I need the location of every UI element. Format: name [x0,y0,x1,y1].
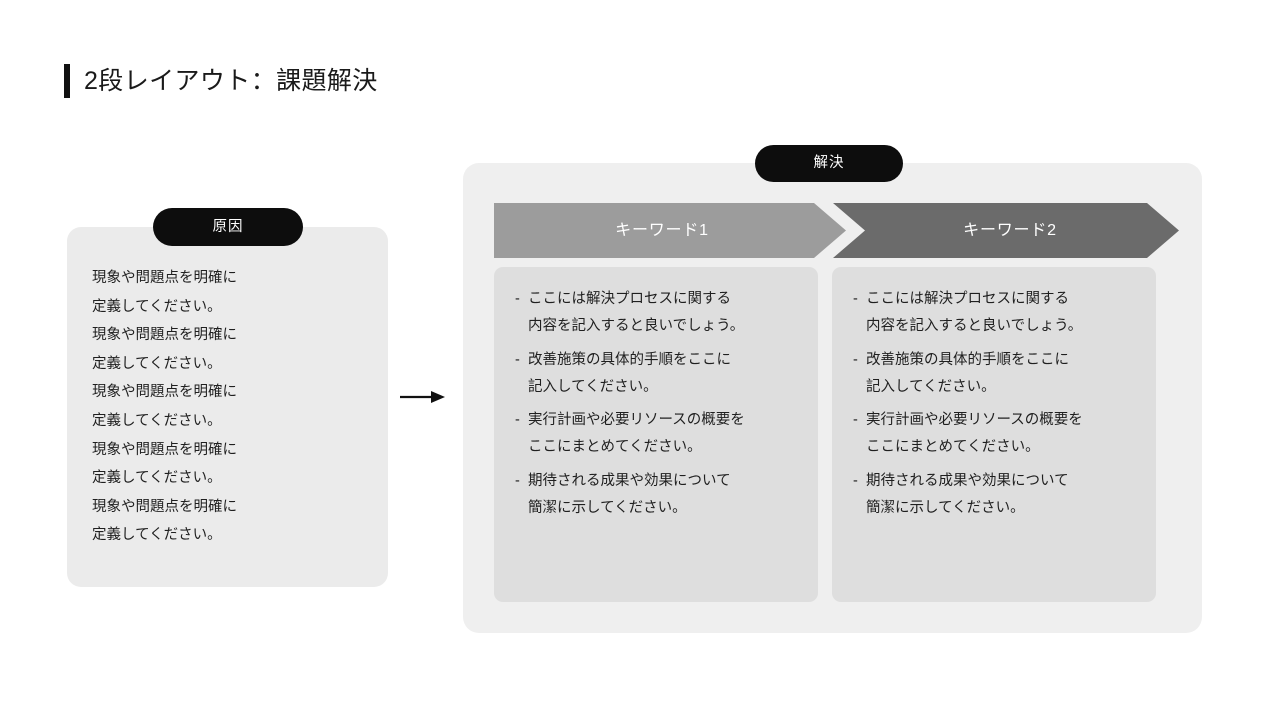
arrow-right-icon [398,377,448,417]
content-card-keyword-2: -ここには解決プロセスに関する内容を記入すると良いでしょう。-改善施策の具体的手… [832,267,1156,602]
bullet-line: 記入してください。 [866,378,996,395]
bullet-dash: - [515,291,520,307]
bullet-item: -期待される成果や効果について簡潔に示してください。 [853,468,1144,522]
bullet-text: 改善施策の具体的手順をここに記入してください。 [866,347,1144,401]
bullet-dash: - [853,412,858,428]
bullet-text: 実行計画や必要リソースの概要をここにまとめてください。 [528,407,806,461]
bullet-text: 期待される成果や効果について簡潔に示してください。 [528,468,806,522]
bullet-line: 期待される成果や効果について [528,472,731,489]
bullet-line: 記入してください。 [528,378,658,395]
cause-line: 現象や問題点を明確に [92,498,237,515]
bullet-item: -ここには解決プロセスに関する内容を記入すると良いでしょう。 [515,286,806,340]
bullet-line: 内容を記入すると良いでしょう。 [528,318,745,334]
bullet-line: 内容を記入すると良いでしょう。 [866,318,1083,334]
keyword-chevron-row: キーワード1 キーワード2 [494,203,1209,258]
bullet-item: -改善施策の具体的手順をここに記入してください。 [853,347,1144,401]
bullet-text: ここには解決プロセスに関する内容を記入すると良いでしょう。 [866,286,1144,340]
bullet-line: 改善施策の具体的手順をここに [528,351,731,368]
cause-line: 現象や問題点を明確に [92,270,237,286]
bullet-text: ここには解決プロセスに関する内容を記入すると良いでしょう。 [528,286,806,340]
cause-badge: 原因 [153,208,303,246]
chevron-keyword-1[interactable]: キーワード1 [494,203,846,258]
bullet-item: -期待される成果や効果について簡潔に示してください。 [515,468,806,522]
bullet-line: 実行計画や必要リソースの概要を [866,412,1083,428]
cause-line: 定義してください。 [92,355,222,372]
bullet-list-keyword-2: -ここには解決プロセスに関する内容を記入すると良いでしょう。-改善施策の具体的手… [853,286,1144,528]
bullet-dash: - [515,351,520,368]
bullet-line: 実行計画や必要リソースの概要を [528,412,745,428]
bullet-dash: - [853,291,858,307]
bullet-line: ここにまとめてください。 [866,439,1040,455]
cause-line: 定義してください。 [92,298,222,315]
bullet-line: ここには解決プロセスに関する [866,291,1069,307]
bullet-item: -実行計画や必要リソースの概要をここにまとめてください。 [853,407,1144,461]
cause-line: 定義してください。 [92,412,222,429]
bullet-dash: - [515,412,520,428]
bullet-line: 改善施策の具体的手順をここに [866,351,1069,368]
bullet-text: 期待される成果や効果について簡潔に示してください。 [866,468,1144,522]
bullet-line: ここにまとめてください。 [528,439,702,455]
title-accent-bar [64,64,70,98]
bullet-line: 簡潔に示してください。 [866,499,1025,516]
chevron-keyword-2[interactable]: キーワード2 [833,203,1179,258]
bullet-line: 簡潔に示してください。 [528,499,687,516]
cause-line: 定義してください。 [92,470,222,487]
solution-badge: 解決 [755,145,903,182]
solution-block: 解決 キーワード1 キーワード2 -ここには解決プロセスに関する内容を記入すると… [463,145,1202,633]
cause-line: 現象や問題点を明確に [92,327,237,344]
bullet-list-keyword-1: -ここには解決プロセスに関する内容を記入すると良いでしょう。-改善施策の具体的手… [515,286,806,528]
cause-line: 現象や問題点を明確に [92,441,237,458]
content-card-keyword-1: -ここには解決プロセスに関する内容を記入すると良いでしょう。-改善施策の具体的手… [494,267,818,602]
bullet-item: -改善施策の具体的手順をここに記入してください。 [515,347,806,401]
solution-badge-label: 解決 [813,155,845,172]
title-label: 2段レイアウト：課題解決 [84,66,378,95]
bullet-dash: - [853,472,858,489]
bullet-item: -ここには解決プロセスに関する内容を記入すると良いでしょう。 [853,286,1144,340]
chevron-keyword-1-label: キーワード1 [615,221,709,239]
bullet-dash: - [853,351,858,368]
cause-line: 現象や問題点を明確に [92,384,237,401]
bullet-text: 改善施策の具体的手順をここに記入してください。 [528,347,806,401]
cause-badge-label: 原因 [212,218,244,235]
page-title: 2段レイアウト：課題解決 [64,64,378,98]
cause-panel [67,227,388,587]
bullet-line: ここには解決プロセスに関する [528,291,731,307]
bullet-text: 実行計画や必要リソースの概要をここにまとめてください。 [866,407,1144,461]
cause-line: 定義してください。 [92,527,222,544]
chevron-keyword-2-label: キーワード2 [963,221,1057,239]
cause-block: 原因 現象や問題点を明確に定義してください。現象や問題点を明確に定義してください… [67,208,388,587]
bullet-item: -実行計画や必要リソースの概要をここにまとめてください。 [515,407,806,461]
bullet-line: 期待される成果や効果について [866,472,1069,489]
cause-text-body: 現象や問題点を明確に定義してください。現象や問題点を明確に定義してください。現象… [92,264,367,550]
bullet-dash: - [515,472,520,489]
